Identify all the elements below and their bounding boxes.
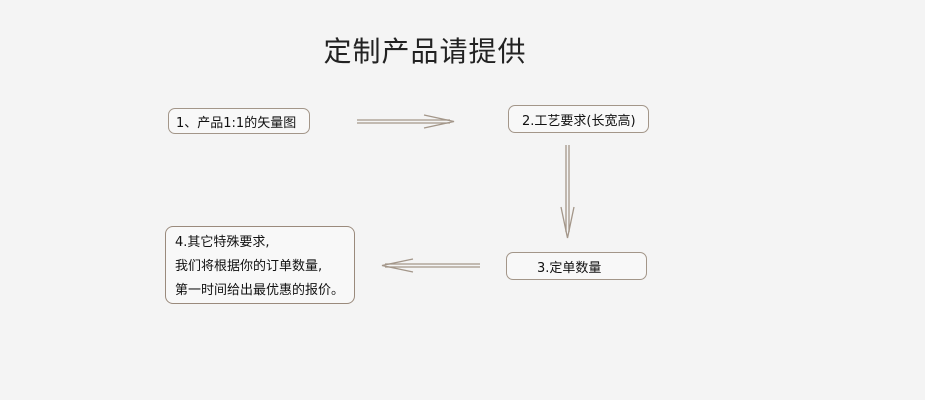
step-4-line-3: 第一时间给出最优惠的报价。 xyxy=(175,283,345,298)
step-2-label: 2.工艺要求(长宽高) xyxy=(522,113,636,129)
step-4-box: 4.其它特殊要求, 我们将根据你的订单数量, 第一时间给出最优惠的报价。 xyxy=(165,226,355,304)
step-1-box: 1、产品1:1的矢量图 xyxy=(168,108,310,134)
step-2-box: 2.工艺要求(长宽高) xyxy=(508,105,649,133)
arrow-left-icon xyxy=(381,258,480,273)
step-4-line-2: 我们将根据你的订单数量, xyxy=(175,259,323,274)
arrow-down-icon xyxy=(560,145,575,239)
step-3-box: 3.定单数量 xyxy=(506,252,647,280)
page-title: 定制产品请提供 xyxy=(323,35,527,68)
step-4-line-1: 4.其它特殊要求, xyxy=(175,235,270,250)
step-1-label: 1、产品1:1的矢量图 xyxy=(176,115,297,131)
arrow-right-icon xyxy=(357,114,455,129)
step-3-label: 3.定单数量 xyxy=(537,260,602,276)
